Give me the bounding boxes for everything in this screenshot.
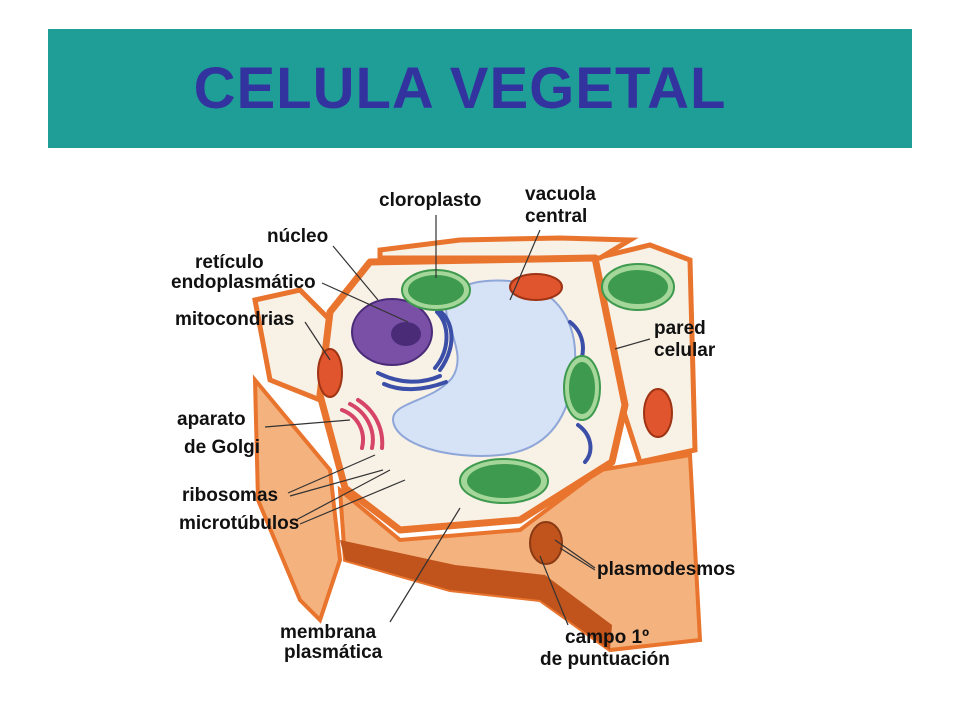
- plasmodesmata-pit: [529, 521, 563, 565]
- chloroplast-neighbour: [601, 263, 675, 311]
- label-membrana-plasmatica: membrana plasmática: [280, 622, 383, 663]
- label-aparato-de-golgi: aparato de Golgi: [177, 409, 260, 458]
- label-mitocondrias: mitocondrias: [175, 309, 295, 330]
- label-cloroplasto: cloroplasto: [379, 190, 482, 211]
- label-plasmodesmos: plasmodesmos: [597, 559, 736, 580]
- chloroplast-bottom: [459, 458, 549, 504]
- label-campo-de-puntuacion: campo 1º de puntuación: [540, 627, 670, 670]
- label-microtubulos: microtúbulos: [179, 513, 300, 534]
- label-pared-celular: pared celular: [654, 318, 716, 361]
- chloroplast-top: [401, 269, 471, 311]
- label-nucleo: núcleo: [267, 226, 329, 247]
- endoplasmic-reticulum: [376, 303, 454, 392]
- label-ribosomas: ribosomas: [182, 485, 279, 506]
- central-vacuole: [391, 279, 577, 457]
- chloroplast-right: [563, 355, 601, 421]
- lower-left-wall-block: [252, 374, 343, 624]
- leader-lines: [264, 215, 651, 626]
- mitochondrion-left: [317, 348, 343, 398]
- label-vacuola-central: vacuola central: [525, 184, 596, 227]
- golgi-apparatus: [340, 398, 385, 450]
- label-reticulo-endoplasmatico: retículo endoplasmático: [171, 252, 316, 293]
- top-cell: [377, 235, 639, 261]
- nucleolus: [391, 322, 421, 346]
- mitochondrion-top: [509, 273, 563, 301]
- lower-wall-shadow: [340, 540, 612, 650]
- title-bar: CELULA VEGETAL: [48, 29, 912, 148]
- mitochondrion-right: [643, 388, 673, 438]
- slide-title: CELULA VEGETAL: [193, 56, 727, 121]
